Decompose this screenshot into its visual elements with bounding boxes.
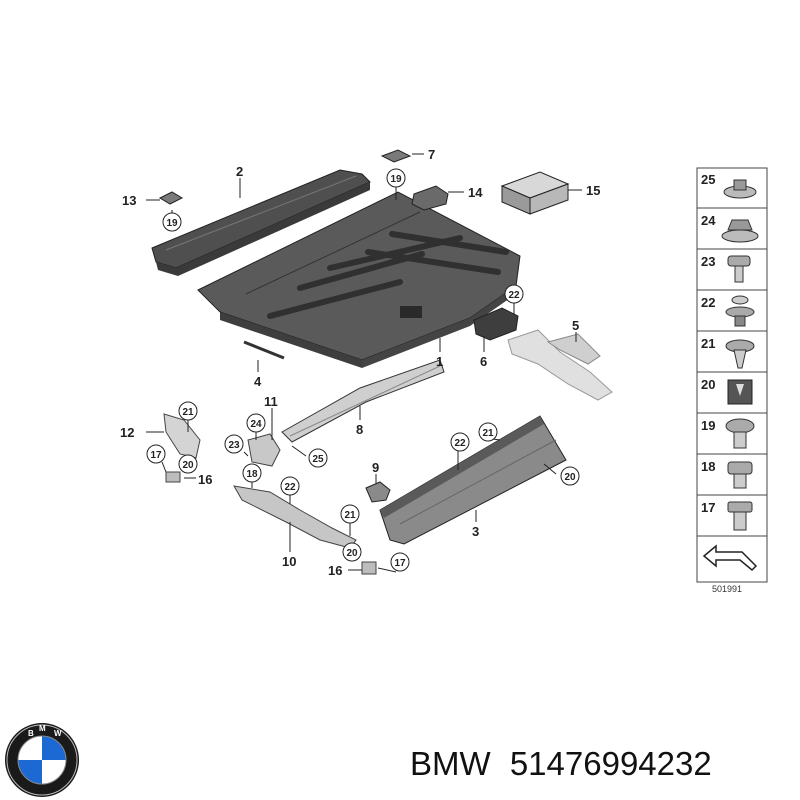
part-12-bracket <box>163 413 201 459</box>
callout-2: 2 <box>236 164 243 179</box>
callout-3: 3 <box>472 524 479 539</box>
svg-text:M: M <box>39 724 46 733</box>
ref-22-sill: 22 <box>454 438 466 449</box>
part-2-cover-panel <box>151 169 371 276</box>
callout-10: 10 <box>282 554 296 569</box>
svg-text:W: W <box>54 729 62 738</box>
callout-14: 14 <box>468 185 483 200</box>
legend-24: 24 <box>701 213 716 228</box>
callout-15: 15 <box>586 183 600 198</box>
fastener-20-icon <box>727 379 753 405</box>
part-14-bracket <box>411 185 449 211</box>
ref-23: 23 <box>228 440 240 451</box>
callout-7: 7 <box>428 147 435 162</box>
callout-labels: 2 13 7 14 15 1 4 6 5 8 12 11 9 16 10 16 … <box>120 147 600 578</box>
part-10-rail <box>233 485 357 549</box>
footer-caption: BMW 51476994232 <box>410 742 790 786</box>
ref-20-sill: 20 <box>564 472 576 483</box>
fastener-24-icon <box>721 219 759 243</box>
part-16-bracket-a <box>165 471 181 483</box>
ref-20-left: 20 <box>182 460 194 471</box>
ref-22-rail: 22 <box>284 482 296 493</box>
legend-25: 25 <box>701 172 715 187</box>
ref-21-sill: 21 <box>482 428 494 439</box>
ref-17-lower: 17 <box>394 558 406 569</box>
part-9-clip <box>365 481 391 503</box>
fastener-legend: 25 24 23 22 21 20 19 18 17 <box>696 167 768 583</box>
ref-21-left: 21 <box>182 407 194 418</box>
svg-text:B: B <box>28 729 34 738</box>
ref-25: 25 <box>312 454 324 465</box>
circled-references <box>146 168 580 572</box>
callout-8: 8 <box>356 422 363 437</box>
bmw-logo: B M W <box>5 723 79 797</box>
fastener-17-icon <box>727 501 753 531</box>
fastener-21-icon <box>725 339 755 369</box>
legend-19: 19 <box>701 418 715 433</box>
part-5-support <box>507 329 613 401</box>
fastener-18-icon <box>727 461 753 489</box>
ref-18: 18 <box>246 469 258 480</box>
circled-reference-labels: 19 19 22 21 20 17 24 23 25 18 22 21 20 1… <box>150 174 576 569</box>
legend-21: 21 <box>701 336 715 351</box>
ref-19-floor: 19 <box>390 174 402 185</box>
part-number: 51476994232 <box>509 745 712 782</box>
callout-5: 5 <box>572 318 579 333</box>
callout-9: 9 <box>372 460 379 475</box>
part-11-bracket <box>247 433 281 467</box>
callout-6: 6 <box>480 354 487 369</box>
part-1-floor-panel <box>197 191 521 368</box>
part-13-cap <box>158 191 184 205</box>
fastener-19-icon <box>725 418 755 449</box>
legend-22: 22 <box>701 295 715 310</box>
fastener-22-icon <box>725 295 755 327</box>
direction-arrow-icon <box>702 544 758 572</box>
callout-16-upper: 16 <box>198 472 212 487</box>
callout-12: 12 <box>120 425 134 440</box>
legend-20: 20 <box>701 377 715 392</box>
ref-22-bracket: 22 <box>508 290 520 301</box>
part-6-bracket <box>473 307 519 341</box>
ref-21-lower: 21 <box>344 510 356 521</box>
legend-23: 23 <box>701 254 715 269</box>
ref-19-cover: 19 <box>166 218 178 229</box>
callout-16-lower: 16 <box>328 563 342 578</box>
ref-24: 24 <box>250 419 262 430</box>
part-3-sill-trim <box>379 415 567 545</box>
part-7-cap <box>380 149 412 163</box>
ref-20-lower: 20 <box>346 548 358 559</box>
callout-1: 1 <box>436 354 443 369</box>
part-4-strut <box>243 340 285 360</box>
diagram-number: 501991 <box>712 584 742 594</box>
part-8-rail <box>281 359 445 443</box>
ref-17-left: 17 <box>150 450 162 461</box>
callout-4: 4 <box>254 374 262 389</box>
callout-13: 13 <box>122 193 136 208</box>
legend-18: 18 <box>701 459 715 474</box>
part-15-box <box>500 171 570 215</box>
legend-17: 17 <box>701 500 715 515</box>
callout-11: 11 <box>264 394 278 409</box>
fastener-23-icon <box>727 255 751 283</box>
brand-name: BMW <box>410 745 491 782</box>
fastener-25-icon <box>723 179 757 199</box>
part-16-bracket-b <box>361 561 377 575</box>
